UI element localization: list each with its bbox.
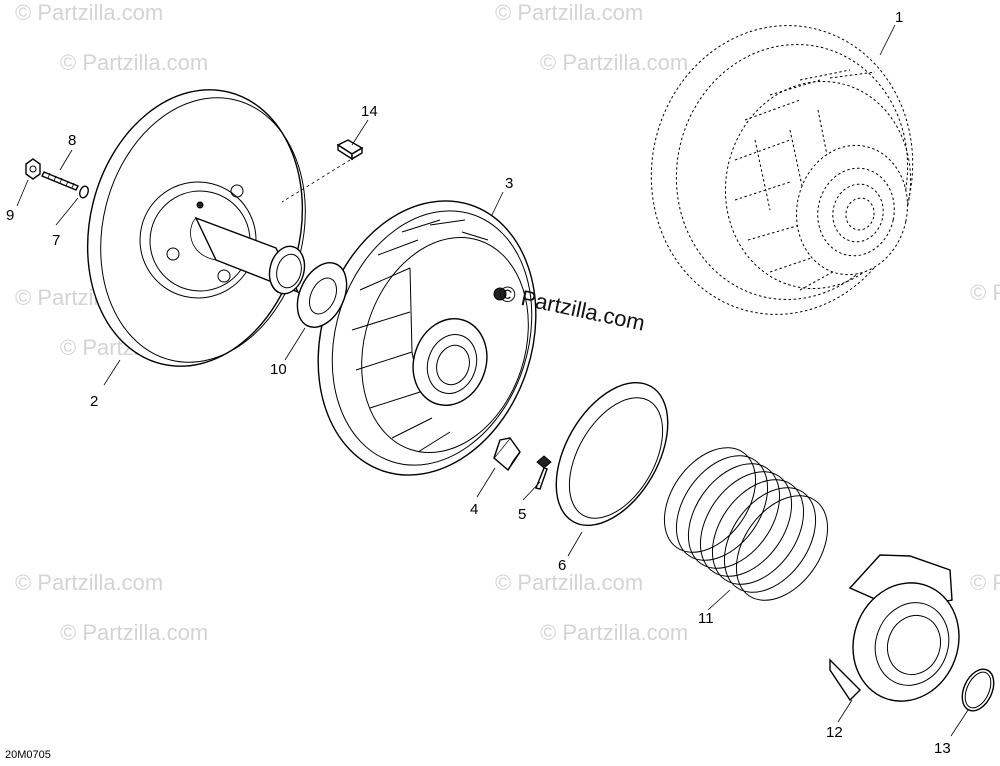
callout-12: 12 xyxy=(826,724,843,741)
part-1-sliding-sheave-reference xyxy=(650,25,914,315)
watermark: © Partzilla.com xyxy=(60,620,208,645)
part-8-screw xyxy=(41,171,79,191)
callout-3: 3 xyxy=(505,175,513,192)
watermark: © Partzilla.com xyxy=(15,570,163,595)
callout-7: 7 xyxy=(52,232,60,249)
part-2-fixed-sheave xyxy=(86,89,306,367)
watermark: © Partzilla.com xyxy=(60,50,208,75)
callout-1: 1 xyxy=(895,9,903,26)
callout-14: 14 xyxy=(361,103,378,120)
callout-13: 13 xyxy=(934,740,951,757)
part-10-washer xyxy=(296,262,348,328)
watermark: © Partzilla.com xyxy=(495,0,643,25)
callout-9: 9 xyxy=(6,207,14,224)
callout-5: 5 xyxy=(518,506,526,523)
watermark: © Partzilla.com xyxy=(495,570,643,595)
part-13-circlip xyxy=(961,668,995,712)
callout-2: 2 xyxy=(90,393,98,410)
callout-8: 8 xyxy=(68,132,76,149)
watermark: © Partzilla.com xyxy=(540,620,688,645)
part-12-cam xyxy=(829,554,960,702)
watermark: © Partzilla.com xyxy=(540,50,688,75)
watermark: © Partzilla.com xyxy=(15,0,163,25)
part-11-spring xyxy=(663,447,829,601)
part-6-ring xyxy=(555,381,669,527)
callout-4: 4 xyxy=(470,501,478,518)
callout-10: 10 xyxy=(270,361,287,378)
watermark: © Partzilla.com xyxy=(970,280,1000,305)
part-4-slider-shoe xyxy=(493,436,521,472)
callout-11: 11 xyxy=(698,610,714,627)
leader-lines xyxy=(16,24,969,737)
part-3-pulley-fan xyxy=(317,200,537,476)
part-9-nut xyxy=(25,158,41,180)
part-7-washer xyxy=(79,185,89,199)
callout-6: 6 xyxy=(558,557,566,574)
part-14-key xyxy=(336,139,364,161)
watermark: © Partzilla.com xyxy=(970,570,1000,595)
drawing-code: 20M0705 xyxy=(5,749,51,761)
callouts: 1 2 3 4 5 6 7 8 9 10 11 12 13 14 xyxy=(6,9,951,757)
